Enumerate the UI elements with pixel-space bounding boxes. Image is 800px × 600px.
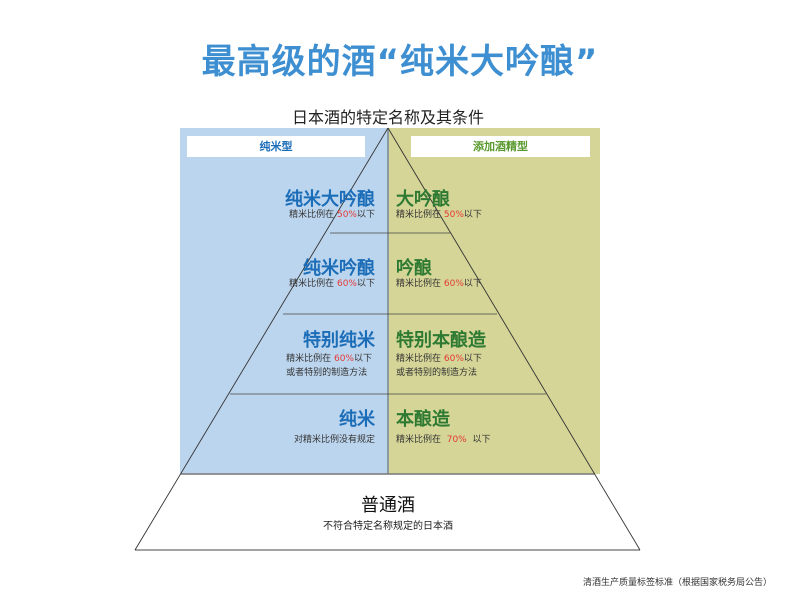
pyramid-right-edge (387, 127, 641, 551)
source-note: 清酒生产质量标签标准（根据国家税务局公告） (582, 578, 772, 588)
tier-desc: 精米比例在 60%以下 (289, 279, 375, 289)
tier-name: 吟酿 (396, 258, 432, 279)
tier-desc: 精米比例在 60%以下 (396, 279, 482, 289)
junmai-column-header: 纯米型 (187, 136, 365, 157)
tier-desc: 精米比例在 50%以下 (289, 210, 375, 220)
diagram-subtitle: 日本酒的特定名称及其条件 (291, 108, 484, 127)
main-title: 最高级的酒“纯米大吟酿” (201, 42, 599, 82)
tier-desc: 精米比例在 60%以下或者特别的制造方法 (396, 354, 482, 378)
added-alcohol-column-header: 添加酒精型 (411, 136, 590, 157)
tier-name: 特别纯米 (303, 330, 375, 351)
tier-name: 本酿造 (396, 409, 450, 430)
base-tier-name: 普通酒 (361, 495, 415, 516)
tier-name: 纯米 (339, 409, 375, 430)
pyramid-left-edge (134, 127, 389, 551)
tier-name: 纯米大吟酿 (285, 189, 375, 210)
tier-desc: 精米比例在 60%以下或者特别的制造方法 (286, 354, 372, 378)
base-tier (135, 474, 640, 550)
tier-desc: 精米比例在 70% 以下 (396, 435, 491, 445)
tier-desc: 对精米比例没有规定 (293, 435, 375, 445)
tier-desc: 精米比例在 50%以下 (396, 210, 482, 220)
tier-name: 大吟酿 (396, 189, 450, 210)
added-alcohol-panel (388, 128, 600, 474)
tier-name: 特别本酿造 (396, 330, 486, 351)
base-tier-desc: 不符合特定名称规定的日本酒 (323, 521, 453, 532)
tier-name: 纯米吟酿 (303, 258, 375, 279)
